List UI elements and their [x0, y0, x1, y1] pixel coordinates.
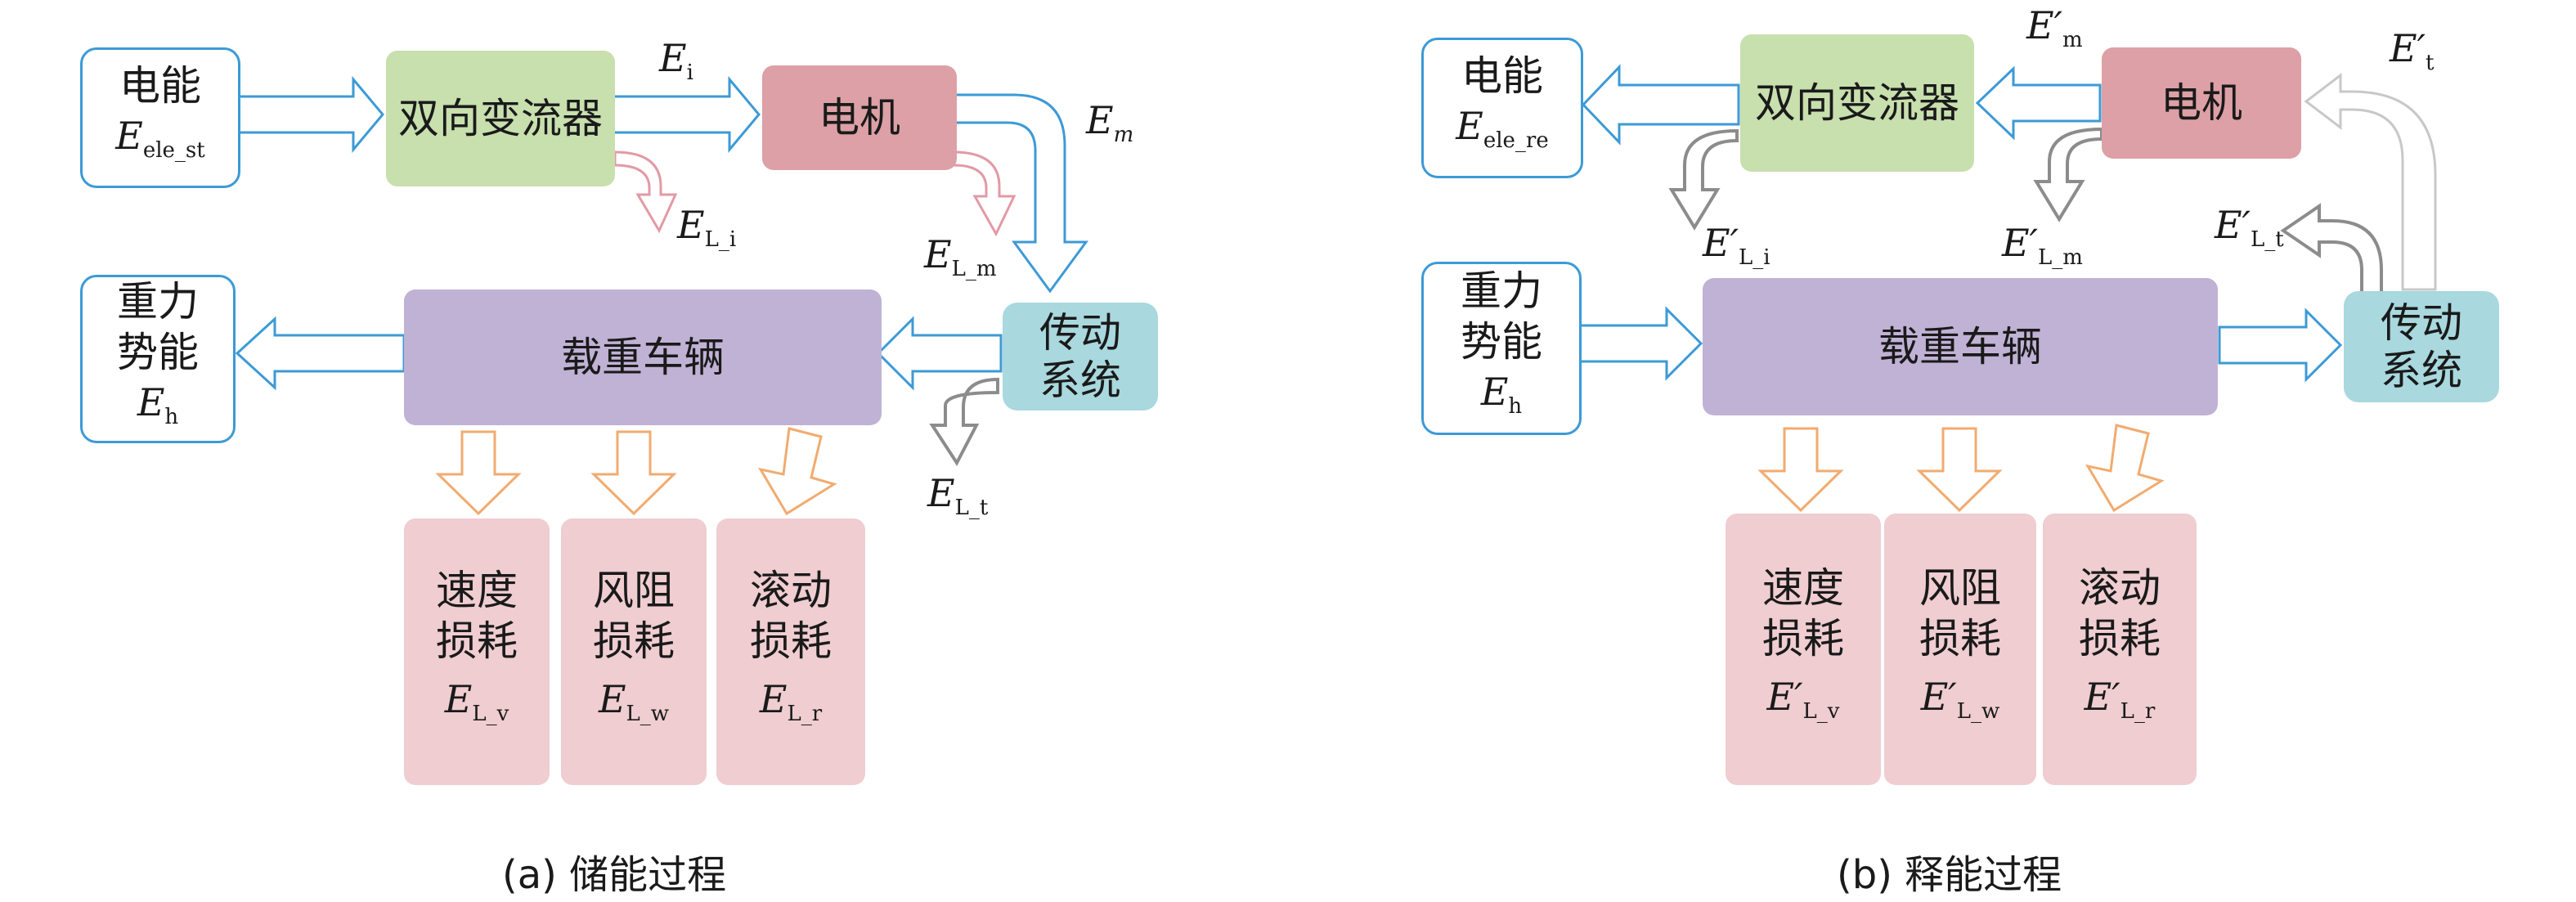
gravity-symbol: Eh: [1480, 369, 1523, 420]
motor-label: 电机: [819, 94, 900, 141]
transmission-label-line2: 系统: [1039, 357, 1121, 404]
electric-energy-symbol: Eele_re: [1456, 103, 1549, 154]
vehicle-box-a: 载重车辆: [404, 289, 882, 425]
loss-label-line1: 风阻: [1919, 563, 2001, 612]
vehicle-label: 载重车辆: [1878, 323, 2042, 370]
gravity-label-line1: 重力: [117, 277, 199, 325]
electric-energy-label: 电能: [119, 61, 201, 110]
converter-box-a: 双向变流器: [386, 51, 615, 186]
label-em: Em: [1086, 98, 1134, 148]
arrow-grav-to-vehicle-b: [1578, 306, 1703, 381]
loss-symbol: EL_v: [444, 676, 509, 727]
arrow-conv-loss: [613, 150, 678, 234]
converter-label: 双向变流器: [1755, 79, 1959, 127]
loss-label-line1: 滚动: [2079, 563, 2161, 612]
arrow-conv-loss-b: [1668, 128, 1739, 231]
loss-label-line2: 损耗: [593, 617, 675, 665]
label-em-prime: E′m: [2026, 3, 2083, 53]
transmission-box-a: 传动 系统: [1003, 303, 1158, 411]
electric-energy-symbol: Eele_st: [115, 113, 205, 164]
gravity-energy-box-b: 重力 势能 Eh: [1421, 262, 1582, 435]
label-elm: EL_m: [924, 232, 997, 282]
motor-box-a: 电机: [762, 65, 957, 170]
loss-label-line1: 滚动: [750, 566, 832, 614]
loss-label-line2: 损耗: [2079, 614, 2161, 662]
vehicle-box-b: 载重车辆: [1703, 278, 2218, 415]
gravity-label-line1: 重力: [1461, 267, 1542, 315]
electric-energy-box-a: 电能 Eele_st: [80, 47, 240, 188]
label-eli: EL_i: [677, 203, 737, 253]
arrow-trans-to-motor-b: [2304, 72, 2437, 291]
arrow-motor-loss-b: [2033, 127, 2103, 222]
arrow-trans-loss: [929, 377, 999, 466]
rolling-loss-box-a: 滚动 损耗 EL_r: [716, 518, 865, 785]
caption-b: (b) 释能过程: [1837, 852, 2062, 898]
speed-loss-box-b: 速度 损耗 E′L_v: [1726, 514, 1881, 785]
label-elm-prime: E′L_m: [2002, 221, 2083, 271]
gravity-symbol: Eh: [137, 379, 179, 430]
loss-label-line1: 速度: [436, 566, 518, 614]
loss-symbol: E′L_v: [1766, 674, 1840, 725]
loss-label-line2: 损耗: [750, 617, 832, 665]
vehicle-label: 载重车辆: [561, 334, 725, 381]
loss-symbol: E′L_r: [2084, 674, 2156, 725]
speed-loss-box-a: 速度 损耗 EL_v: [404, 518, 550, 785]
gravity-label-line2: 势能: [1461, 317, 1542, 366]
arrow-vehicle-to-trans-b: [2218, 307, 2343, 383]
arrow-trans-to-vehicle: [876, 316, 1003, 391]
label-elt-prime: E′L_t: [2215, 203, 2284, 253]
transmission-box-b: 传动 系统: [2344, 291, 2499, 402]
gravity-energy-box-a: 重力 势能 Eh: [80, 275, 236, 443]
electric-energy-label: 电能: [1461, 52, 1543, 100]
loss-symbol: E′L_w: [1920, 674, 2000, 725]
loss-symbol: EL_w: [598, 676, 670, 727]
arrow-loss-speed: [435, 430, 522, 516]
loss-label-line2: 损耗: [1919, 614, 2001, 662]
arrow-conv-to-motor: [610, 75, 761, 154]
arrow-loss-roll: [757, 427, 837, 516]
converter-box-b: 双向变流器: [1740, 34, 1974, 172]
arrow-vehicle-to-grav: [235, 316, 406, 391]
motor-box-b: 电机: [2102, 47, 2301, 159]
label-et-prime: E′t: [2390, 26, 2435, 76]
loss-label-line1: 速度: [1762, 563, 1844, 612]
arrow-conv-to-elec-b: [1581, 64, 1740, 146]
converter-label: 双向变流器: [398, 95, 603, 142]
loss-label-line1: 风阻: [593, 566, 675, 614]
label-ei: Ei: [659, 36, 693, 86]
electric-energy-box-b: 电能 Eele_re: [1421, 38, 1583, 178]
rolling-loss-box-b: 滚动 损耗 E′L_r: [2043, 514, 2197, 785]
gravity-label-line2: 势能: [117, 328, 199, 376]
arrow-trans-loss-b: [2280, 203, 2383, 294]
label-elt: EL_t: [927, 471, 989, 521]
arrow-elec-to-conv: [237, 75, 384, 154]
transmission-label-line1: 传动: [1039, 309, 1121, 357]
arrow-loss-roll-b: [2085, 424, 2165, 513]
loss-label-line2: 损耗: [1762, 614, 1844, 662]
loss-label-line2: 损耗: [436, 617, 518, 665]
loss-symbol: EL_r: [759, 676, 823, 727]
arrow-loss-wind: [590, 430, 677, 516]
arrow-motor-to-conv-b: [1975, 65, 2102, 141]
wind-loss-box-a: 风阻 损耗 EL_w: [561, 518, 707, 785]
motor-label: 电机: [2161, 79, 2242, 127]
transmission-label-line2: 系统: [2381, 347, 2462, 394]
arrow-loss-speed-b: [1757, 427, 1844, 513]
caption-a: (a) 储能过程: [502, 852, 727, 898]
arrow-motor-loss: [952, 150, 1016, 237]
label-eli-prime: E′L_i: [1703, 221, 1770, 271]
arrow-motor-to-trans: [952, 93, 1088, 294]
wind-loss-box-b: 风阻 损耗 E′L_w: [1884, 514, 2036, 785]
arrow-loss-wind-b: [1916, 427, 2003, 513]
transmission-label-line1: 传动: [2381, 299, 2462, 347]
